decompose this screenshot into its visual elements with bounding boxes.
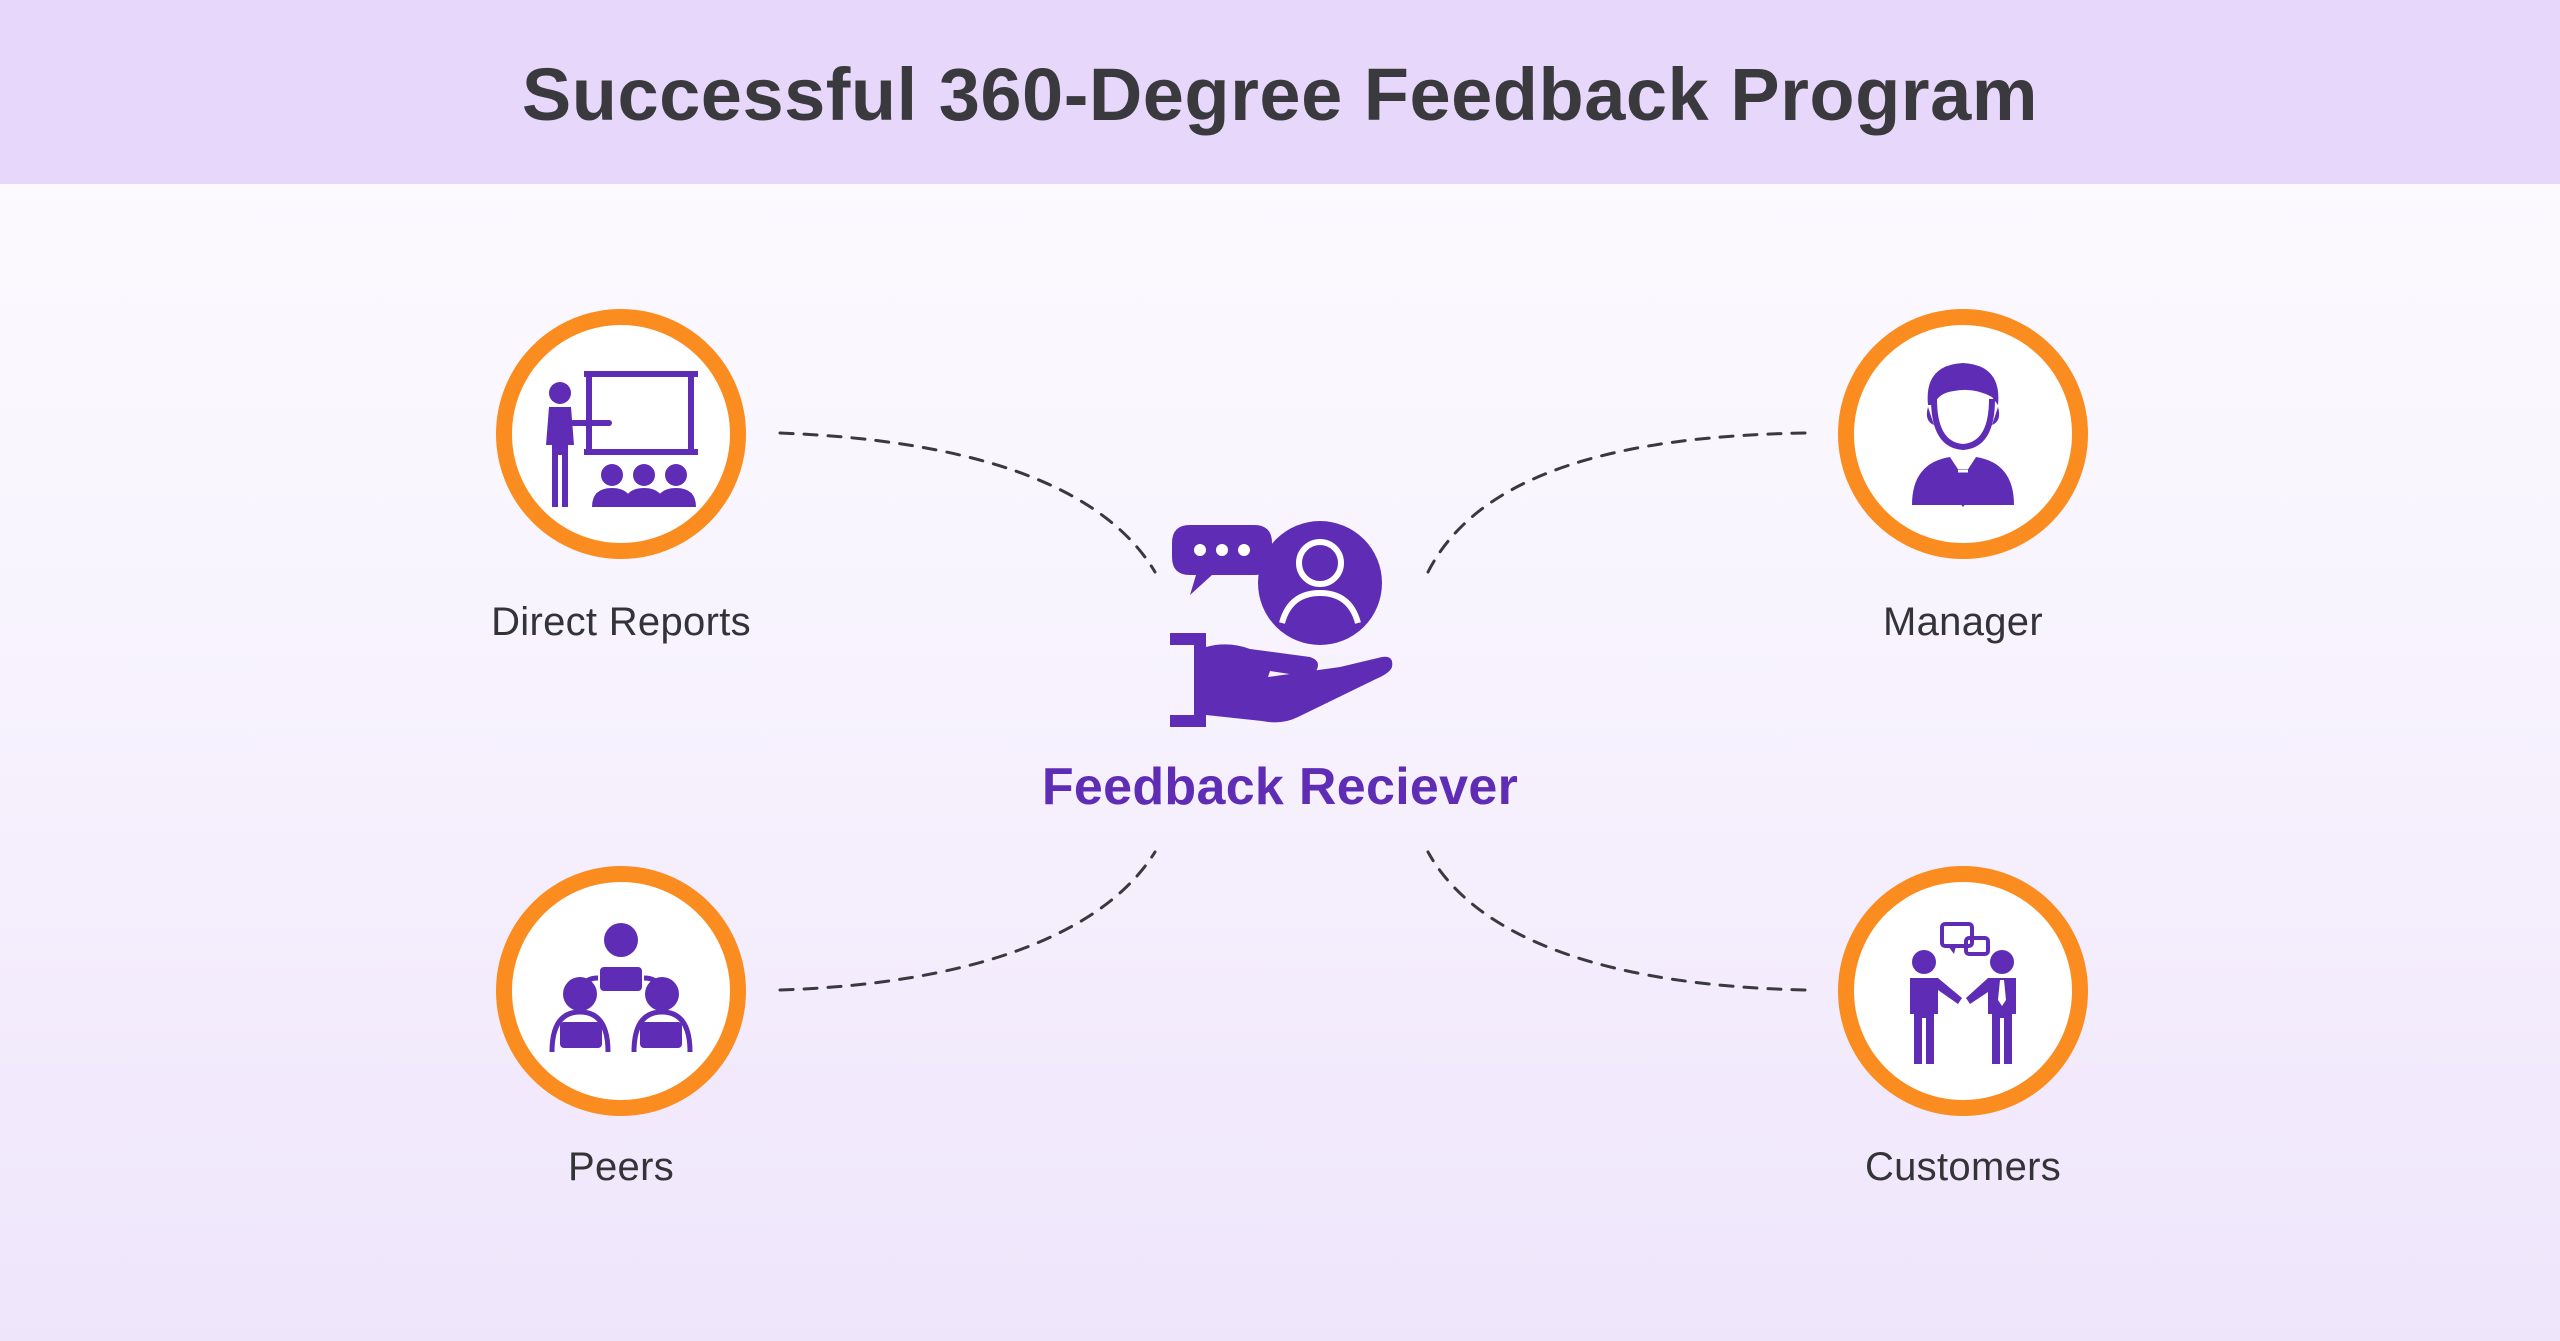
header-band: Successful 360-Degree Feedback Program	[0, 0, 2560, 184]
node-peers	[496, 866, 746, 1116]
connector-direct-reports	[778, 431, 1157, 574]
businessman-icon	[1912, 363, 2014, 507]
node-label-customers: Customers	[1864, 1145, 2062, 1189]
connector-manager	[1426, 431, 1807, 574]
node-label-manager: Manager	[1883, 600, 2043, 644]
connector-customers	[1426, 850, 1807, 992]
node-direct-reports	[496, 309, 746, 559]
handshake-conversation-icon	[1910, 922, 2016, 1064]
page-title: Successful 360-Degree Feedback Program	[521, 52, 2039, 136]
node-label-direct-reports: Direct Reports	[491, 600, 751, 644]
presentation-audience-icon	[546, 371, 698, 507]
team-group-icon	[549, 923, 693, 1053]
center-label: Feedback Reciever	[1041, 758, 1519, 816]
node-manager	[1838, 309, 2088, 559]
node-customers	[1838, 866, 2088, 1116]
node-label-peers: Peers	[568, 1145, 674, 1189]
hand-with-person-and-speech-bubble-icon	[1170, 521, 1393, 727]
connector-peers	[778, 850, 1157, 992]
